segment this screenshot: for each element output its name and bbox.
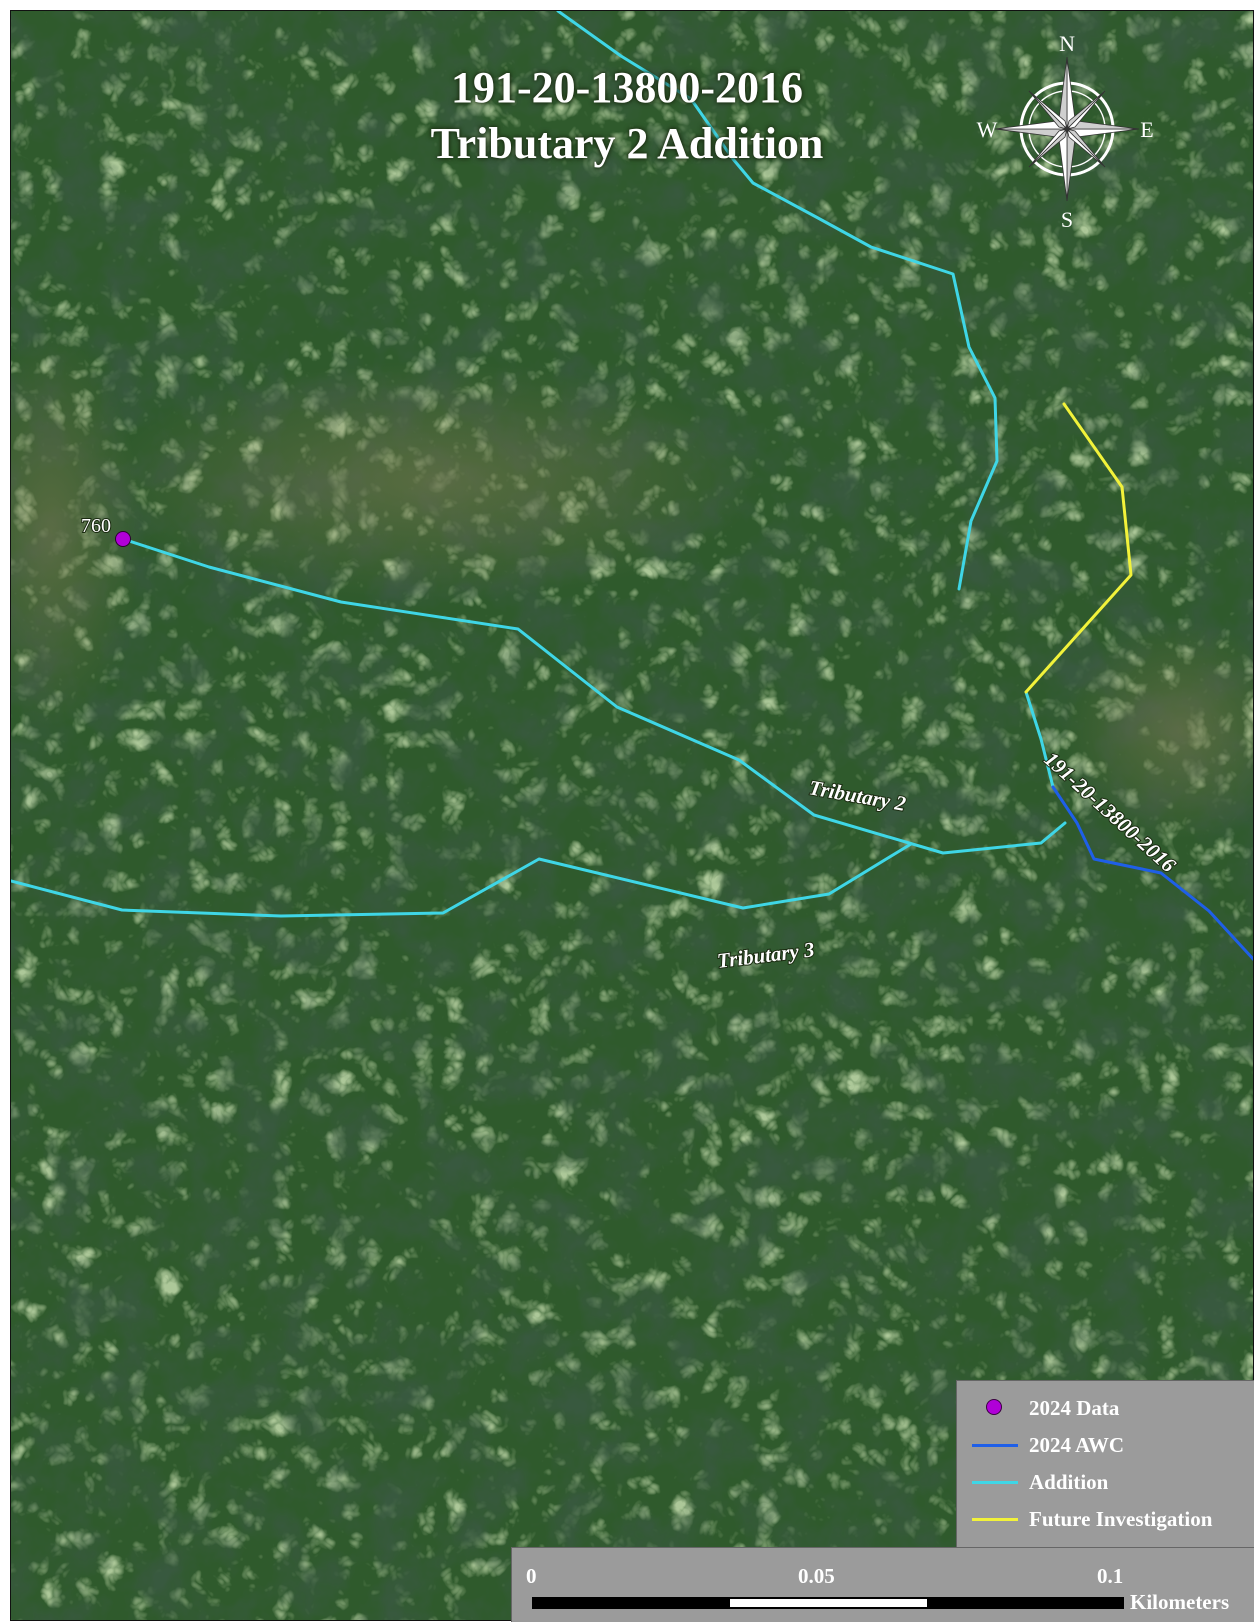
map-frame[interactable]: 760 Tributary 2 Tributary 3 191-20-13800… <box>10 10 1254 1621</box>
legend-label: 2024 Data <box>1029 1395 1120 1420</box>
line-swatch-icon <box>957 1430 1029 1460</box>
stream-tributary-3[interactable] <box>11 842 913 918</box>
stream-awc-2024[interactable] <box>1051 785 1254 962</box>
map-title-name: Tributary 2 Addition <box>430 119 824 168</box>
clearing-patch-east <box>1061 621 1253 841</box>
scale-tick-mid: 0.05 <box>798 1564 835 1588</box>
compass-south: S <box>1061 207 1073 232</box>
compass-east: E <box>1140 117 1153 142</box>
scale-unit: Kilometers <box>1130 1590 1230 1614</box>
legend-label: Future Investigation <box>1029 1506 1213 1531</box>
legend-item-2024-data: 2024 Data <box>957 1393 1254 1423</box>
legend-item-2024-awc: 2024 AWC <box>957 1430 1254 1460</box>
stream-future-investigation[interactable] <box>1024 402 1133 694</box>
data-point-760[interactable] <box>115 531 131 547</box>
legend-label: 2024 AWC <box>1029 1432 1125 1457</box>
data-point-label: 760 <box>81 515 111 537</box>
stream-tributary-2[interactable] <box>121 537 1067 855</box>
line-swatch-icon <box>957 1504 1029 1534</box>
clearing-patch <box>101 361 761 601</box>
scale-bar: 0 0.05 0.1 Kilometers <box>511 1547 1254 1622</box>
legend-label: Addition <box>1029 1469 1109 1494</box>
legend-item-future-investigation: Future Investigation <box>957 1504 1254 1534</box>
stream-upper-north[interactable] <box>556 11 999 591</box>
legend: 2024 Data 2024 AWC Addition Future Inves… <box>956 1380 1254 1549</box>
stream-main-upper[interactable] <box>1024 690 1055 789</box>
compass-rose-icon: N S E W <box>977 31 1154 232</box>
line-swatch-icon <box>957 1467 1029 1497</box>
addition-streams <box>11 11 1067 918</box>
compass-west: W <box>977 117 998 142</box>
aerial-map[interactable]: 760 Tributary 2 Tributary 3 191-20-13800… <box>11 11 1254 1621</box>
map-title-code: 191-20-13800-2016 <box>451 63 803 112</box>
scale-bar-graphic <box>532 1597 1124 1609</box>
scale-tick-0: 0 <box>526 1564 537 1588</box>
forest-shadows <box>11 11 1253 1620</box>
circle-marker-icon <box>957 1393 1029 1423</box>
legend-item-addition: Addition <box>957 1467 1254 1497</box>
clearing-patch-west <box>11 331 141 731</box>
scale-tick-end: 0.1 <box>1097 1564 1124 1588</box>
compass-north: N <box>1059 31 1075 56</box>
